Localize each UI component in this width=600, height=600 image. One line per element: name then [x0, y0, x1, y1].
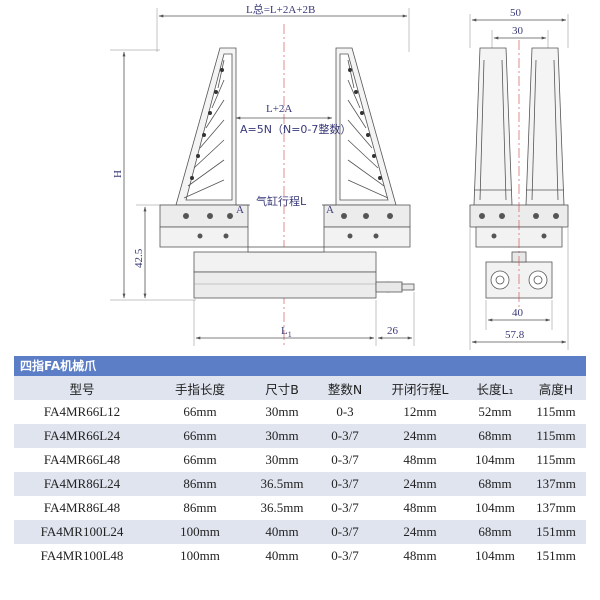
table-cell: 36.5mm: [250, 472, 314, 496]
table-cell: 30mm: [265, 404, 299, 419]
table-cell: 68mm: [464, 424, 526, 448]
table-cell: 12mm: [403, 404, 437, 419]
table-cell: 137mm: [536, 500, 576, 515]
table-cell: 151mm: [526, 520, 586, 544]
table-cell: 104mm: [475, 500, 515, 515]
table-cell: 68mm: [464, 472, 526, 496]
table-cell: 24mm: [376, 472, 464, 496]
side-width-50-label: 50: [510, 7, 522, 19]
table-row: FA4MR66L48 66mm 30mm 0-3/7 48mm 104mm 115mm: [14, 448, 586, 472]
table-cell: 30mm: [250, 424, 314, 448]
model-cell: FA4MR66L24: [14, 424, 150, 448]
header-cell: 长度L₁: [464, 376, 526, 400]
a-left-label: A: [236, 204, 244, 216]
table-cell: 66mm: [183, 452, 217, 467]
model-cell: FA4MR66L12: [43, 404, 121, 419]
header-cell: 开闭行程L: [376, 376, 464, 400]
model-cell: FA4MR86L24: [14, 472, 150, 496]
spec-table-section: 四指FA机械爪 型号 手指长度 尺寸B 整数N 开闭行程L 长度L₁ 高度H F…: [14, 356, 586, 568]
table-cell: 115mm: [536, 404, 576, 419]
table-cell: 40mm: [250, 520, 314, 544]
table-cell: 100mm: [150, 520, 250, 544]
table-cell: 151mm: [536, 548, 576, 563]
header-cell: 高度H: [526, 376, 586, 400]
a-right-label: A: [326, 204, 334, 216]
table-cell: 36.5mm: [260, 500, 304, 515]
header-cell: 尺寸B: [250, 376, 314, 400]
table-row: FA4MR100L48 100mm 40mm 0-3/7 48mm 104mm 151mm: [14, 544, 586, 568]
table-cell: 66mm: [183, 404, 217, 419]
table-cell: 48mm: [403, 548, 437, 563]
technical-drawing: L总=L+2A+2B L+2A A=5N（N=0-7整数） 气缸行程L A A …: [110, 2, 569, 350]
spec-table: 型号 手指长度 尺寸B 整数N 开闭行程L 长度L₁ 高度H FA4MR66L1…: [14, 376, 586, 568]
formula-label: A=5N（N=0-7整数）: [240, 122, 351, 136]
header-cell: 整数N: [314, 376, 376, 400]
table-cell: 0-3: [336, 404, 354, 419]
table-cell: 137mm: [526, 472, 586, 496]
table-row: FA4MR86L48 86mm 36.5mm 0-3/7 48mm 104mm 137mm: [14, 496, 586, 520]
table-cell: 115mm: [536, 452, 576, 467]
table-cell: 100mm: [180, 548, 220, 563]
side-width-30-label: 30: [512, 25, 524, 37]
table-cell: 48mm: [403, 500, 437, 515]
front-view: [110, 8, 415, 346]
table-cell: 66mm: [150, 424, 250, 448]
table-cell: 40mm: [265, 548, 299, 563]
table-cell: 0-3/7: [331, 500, 359, 515]
table-cell: 30mm: [265, 452, 299, 467]
table-cell: 104mm: [475, 548, 515, 563]
base-height-label: 42.5: [133, 248, 145, 268]
header-cell: 手指长度: [150, 376, 250, 400]
table-cell: 48mm: [403, 452, 437, 467]
table-cell: 0-3/7: [314, 424, 376, 448]
table-cell: 24mm: [376, 520, 464, 544]
table-cell: 115mm: [526, 424, 586, 448]
table-cell: 68mm: [464, 520, 526, 544]
model-cell: FA4MR100L48: [40, 548, 124, 563]
table-cell: 104mm: [475, 452, 515, 467]
spec-title: 四指FA机械爪: [14, 356, 586, 376]
table-cell: 0-3/7: [331, 548, 359, 563]
table-cell: 0-3/7: [331, 452, 359, 467]
model-cell: FA4MR100L24: [14, 520, 150, 544]
table-cell: 52mm: [478, 404, 512, 419]
stroke-label: 气缸行程L: [256, 194, 307, 208]
table-cell: 86mm: [183, 500, 217, 515]
l1-label: L1: [281, 325, 292, 339]
side-view: [469, 14, 569, 350]
top-dimension-label: L总=L+2A+2B: [246, 2, 315, 16]
table-row: FA4MR66L12 66mm 30mm 0-3 12mm 52mm 115mm: [14, 400, 586, 424]
side-width-57-label: 57.8: [505, 329, 525, 341]
table-cell: 24mm: [376, 424, 464, 448]
model-cell: FA4MR66L48: [43, 452, 121, 467]
table-cell: 0-3/7: [314, 472, 376, 496]
header-row: 型号 手指长度 尺寸B 整数N 开闭行程L 长度L₁ 高度H: [14, 376, 586, 400]
header-cell: 型号: [14, 376, 150, 400]
side-width-40-label: 40: [512, 307, 524, 319]
height-label: H: [112, 170, 124, 178]
table-cell: 86mm: [150, 472, 250, 496]
table-cell: 0-3/7: [314, 520, 376, 544]
inner-dimension-label: L+2A: [266, 103, 292, 115]
offset-label: 26: [387, 325, 399, 337]
model-cell: FA4MR86L48: [43, 500, 121, 515]
